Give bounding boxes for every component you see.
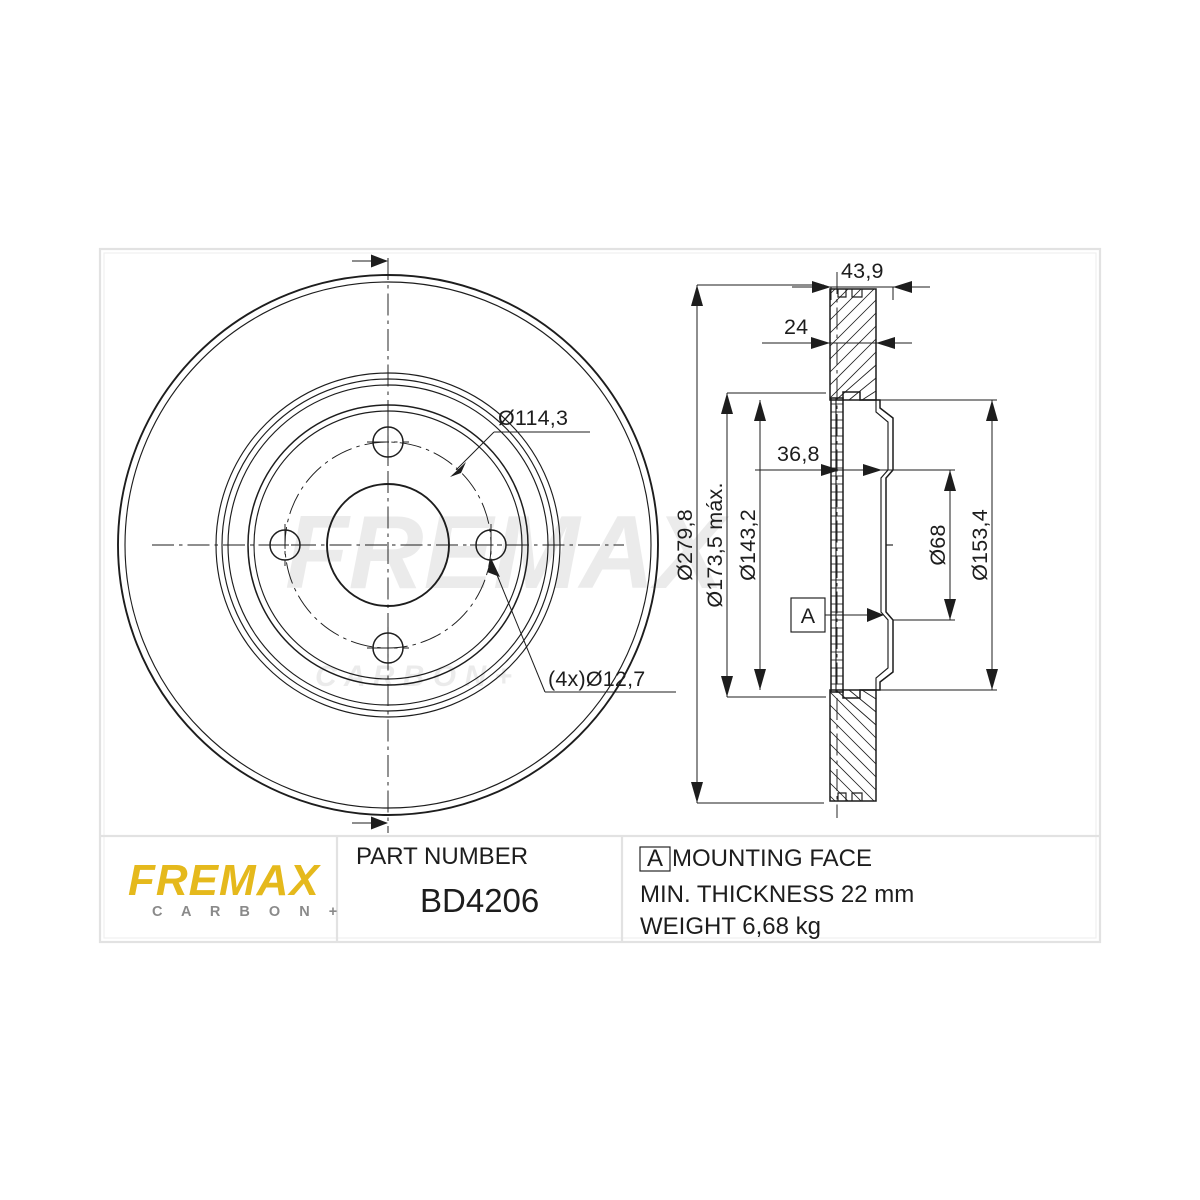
datum-symbol-label: A xyxy=(647,845,663,872)
dim-rim-thickness: 24 xyxy=(762,315,912,349)
brand-tagline: C A R B O N + xyxy=(152,904,345,920)
min-thickness-text: MIN. THICKNESS 22 mm xyxy=(640,881,914,908)
dim-bolt-circle: Ø114,3 xyxy=(450,406,590,477)
dim-overall-width: 43,9 xyxy=(792,259,930,300)
front-view: Ø114,3 (4x)Ø12,7 xyxy=(117,254,676,833)
dim-outer-diameter: Ø279,8 xyxy=(673,284,824,804)
datum-feature-a: A xyxy=(790,597,884,633)
rim-section-top xyxy=(829,288,877,401)
brand-name: FREMAX xyxy=(128,856,321,905)
hatch-rim-top xyxy=(829,288,877,401)
dim-offset-label: 36,8 xyxy=(777,442,820,466)
mounting-face-text: MOUNTING FACE xyxy=(672,845,872,872)
part-number-caption: PART NUMBER xyxy=(356,843,528,870)
dim-hat-diameter-label: Ø143,2 xyxy=(736,509,760,581)
dim-center-bore-label: Ø68 xyxy=(926,524,950,565)
dim-bolt-holes-label: (4x)Ø12,7 xyxy=(548,667,645,691)
dim-bell-diameter-label: Ø153,4 xyxy=(968,509,992,581)
part-number-cell: PART NUMBER BD4206 xyxy=(356,843,539,919)
dim-max-diameter-label: Ø173,5 máx. xyxy=(703,482,727,607)
dim-rim-thickness-label: 24 xyxy=(784,315,808,339)
dim-max-diameter: Ø173,5 máx. xyxy=(703,392,826,698)
rim-section-bottom xyxy=(829,689,877,802)
dim-offset: 36,8 xyxy=(755,442,912,476)
dim-hat-diameter: Ø143,2 xyxy=(736,400,766,690)
brand-logo: FREMAX C A R B O N + xyxy=(128,856,345,920)
notes-cell: A MOUNTING FACE MIN. THICKNESS 22 mm WEI… xyxy=(639,845,914,940)
title-block: FREMAX C A R B O N + PART NUMBER BD4206 … xyxy=(128,843,914,940)
dim-outer-diameter-label: Ø279,8 xyxy=(673,509,697,581)
part-number-value: BD4206 xyxy=(420,882,539,919)
hatch-rim-bottom xyxy=(829,689,877,802)
dim-center-bore: Ø68 xyxy=(893,469,956,621)
weight-text: WEIGHT 6,68 kg xyxy=(640,913,821,940)
sheet-frame xyxy=(98,247,1102,944)
dim-bolt-holes: (4x)Ø12,7 xyxy=(487,558,676,693)
section-view: 43,9 24 36,8 Ø279,8 xyxy=(673,259,998,818)
front-view-dim-arrows xyxy=(352,254,388,830)
dim-bolt-circle-label: Ø114,3 xyxy=(498,406,568,430)
dim-overall-width-label: 43,9 xyxy=(841,259,884,283)
bell-profile xyxy=(843,399,894,691)
datum-symbol-box xyxy=(639,846,671,872)
datum-feature-a-label: A xyxy=(801,604,816,628)
dim-bell-diameter: Ø153,4 xyxy=(880,399,998,691)
front-view-centerlines xyxy=(152,258,624,833)
